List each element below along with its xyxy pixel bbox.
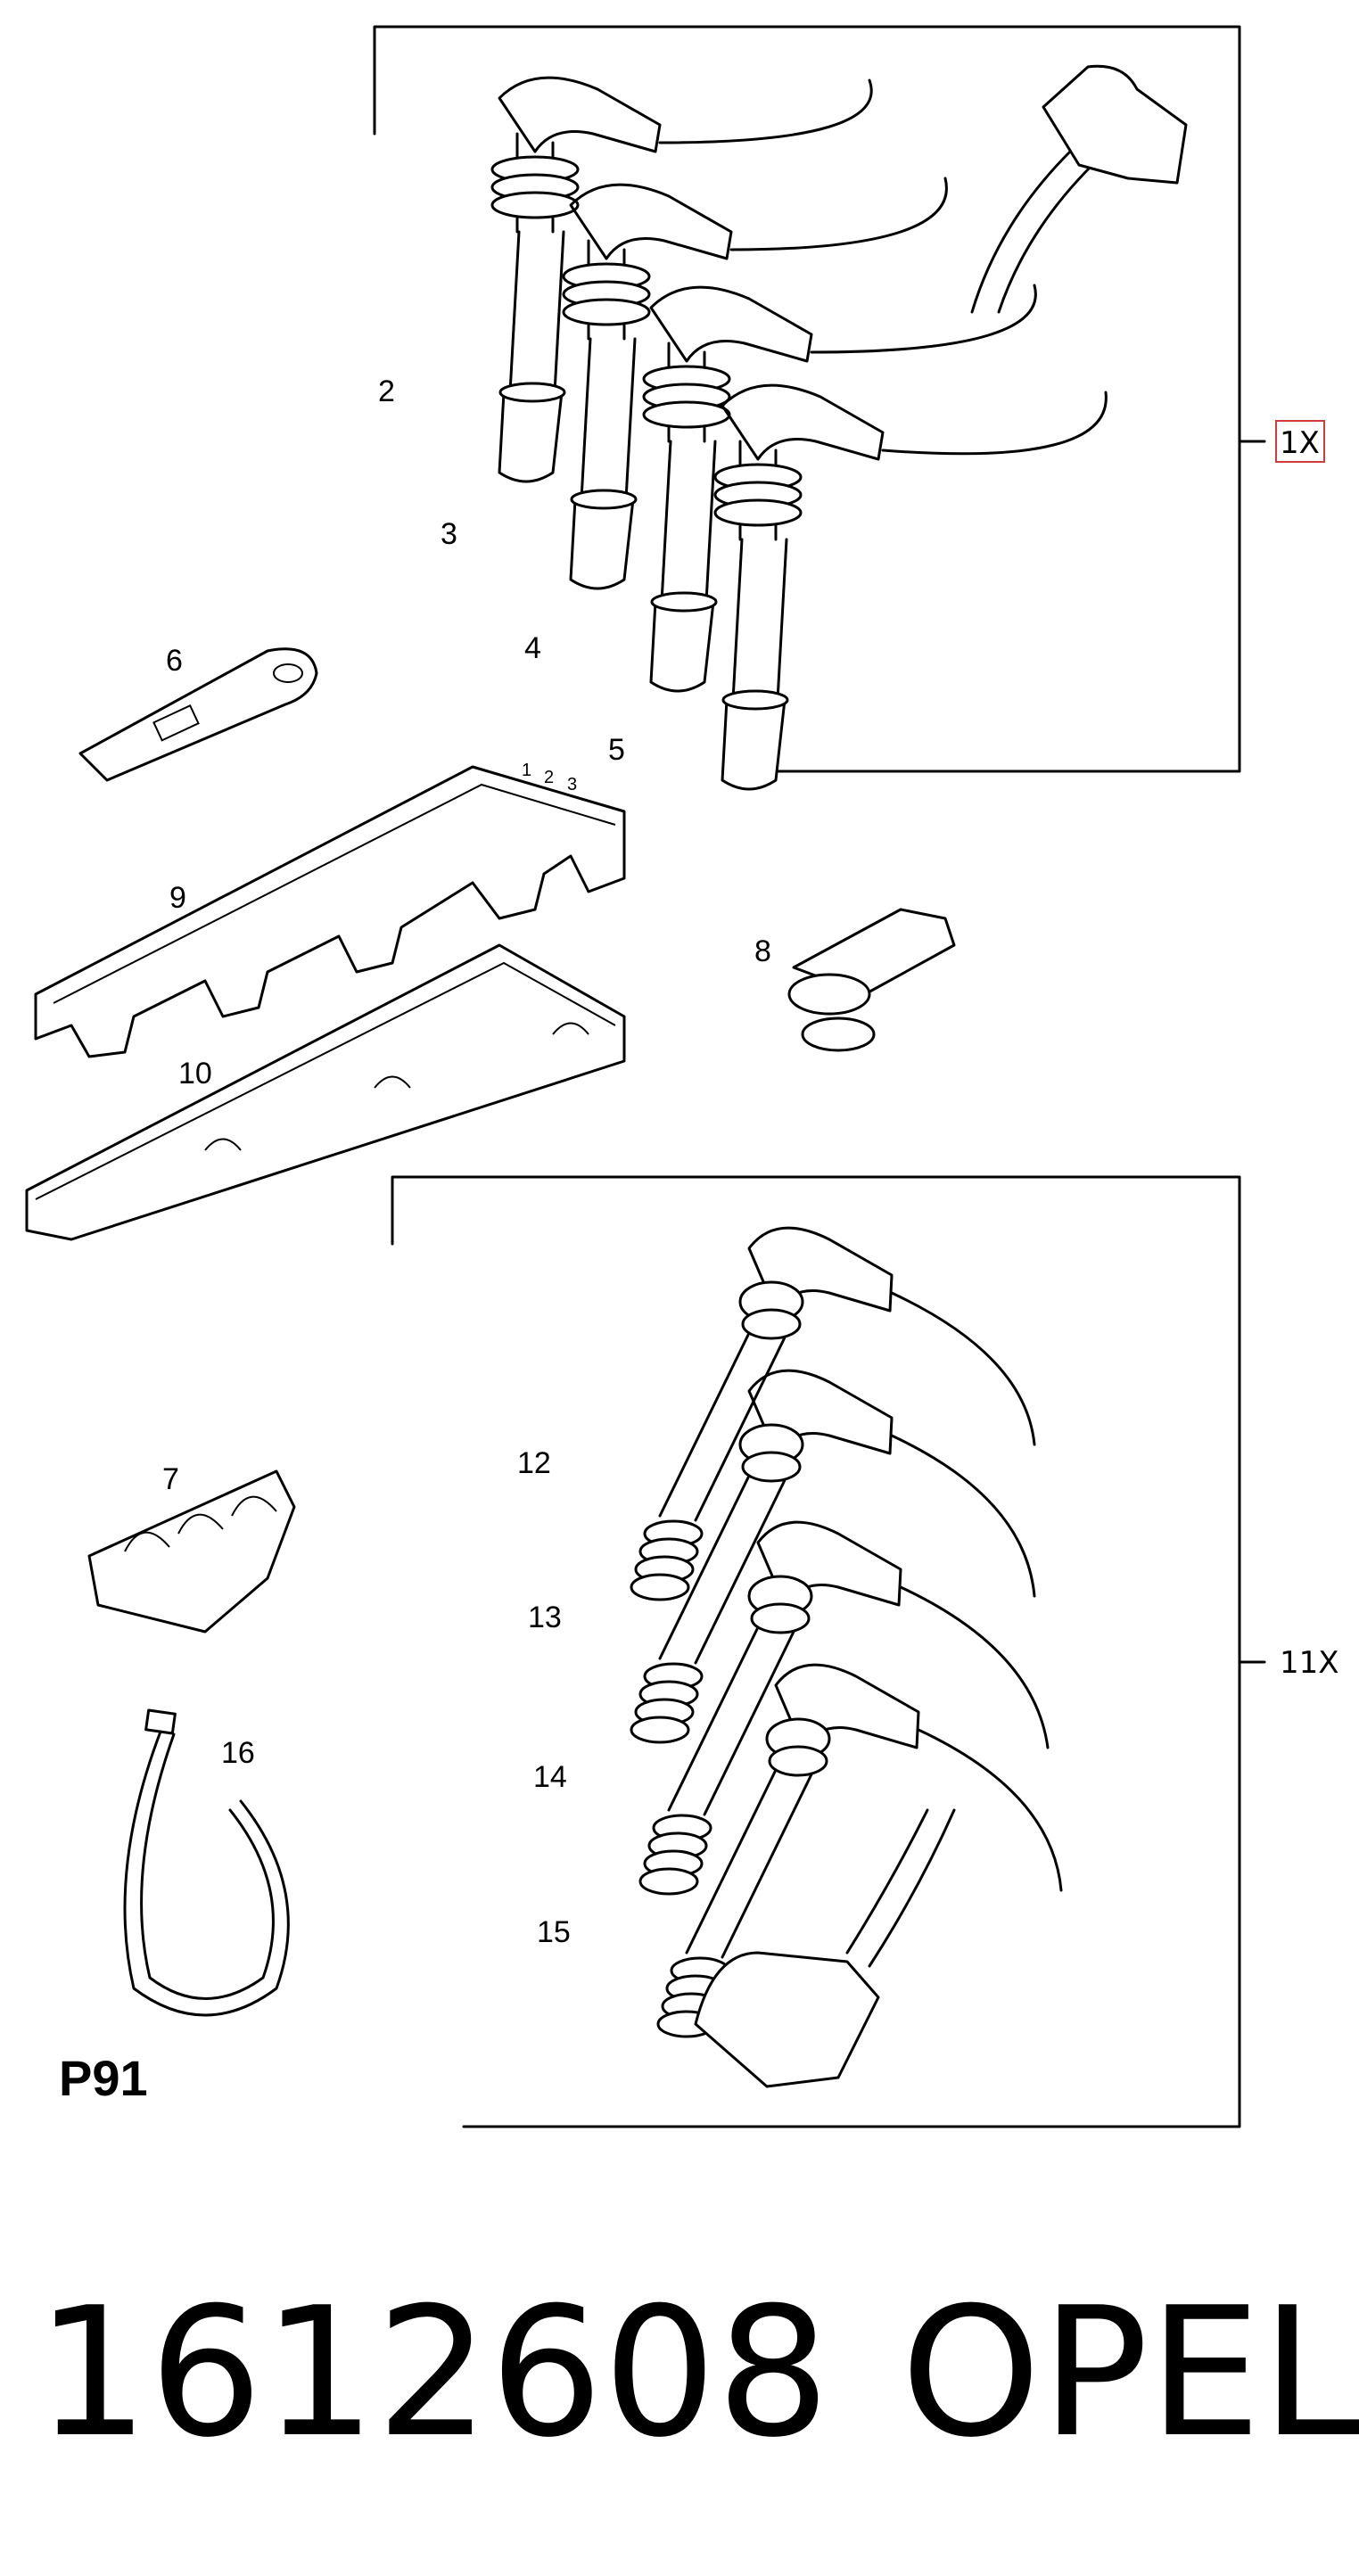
coil-boot-upper bbox=[970, 64, 1188, 314]
diagram-code: P91 bbox=[59, 2050, 148, 2106]
brand-name: OPEL bbox=[901, 2269, 1359, 2477]
callout-16: 16 bbox=[221, 1736, 255, 1770]
lower-wire-15 bbox=[656, 1663, 1063, 2038]
callout-3: 3 bbox=[441, 517, 457, 551]
lower-set-quantity: 11X bbox=[1280, 1645, 1339, 1681]
svg-text:1: 1 bbox=[522, 761, 531, 780]
upper-wire-3 bbox=[562, 177, 948, 590]
callout-6: 6 bbox=[166, 644, 183, 678]
callout-14: 14 bbox=[533, 1760, 567, 1794]
lower-wire-13 bbox=[630, 1369, 1036, 1744]
part-10-holder-base bbox=[25, 943, 626, 1241]
callout-2: 2 bbox=[378, 374, 395, 408]
callout-13: 13 bbox=[528, 1601, 562, 1634]
upper-wire-2 bbox=[490, 76, 873, 483]
lower-set-bracket bbox=[391, 1175, 1266, 2128]
upper-set-quantity: 1X bbox=[1280, 425, 1320, 461]
part-7-clip bbox=[87, 1469, 296, 1634]
svg-text:3: 3 bbox=[567, 775, 577, 794]
callout-5: 5 bbox=[608, 733, 625, 767]
callout-10: 10 bbox=[178, 1057, 212, 1090]
upper-wire-5 bbox=[713, 383, 1108, 791]
part-6-tag bbox=[78, 647, 318, 782]
upper-set-bracket bbox=[373, 25, 1325, 773]
callout-4: 4 bbox=[524, 631, 541, 665]
part-number: 1612608 bbox=[36, 2269, 830, 2477]
upper-wire-4 bbox=[642, 284, 1037, 693]
coil-boot-lower bbox=[694, 1808, 956, 2088]
part-9-holder: 1 2 3 bbox=[34, 761, 626, 1058]
callout-9: 9 bbox=[169, 881, 186, 915]
lower-wire-12 bbox=[630, 1226, 1036, 1601]
lower-wire-14 bbox=[638, 1520, 1050, 1896]
callout-8: 8 bbox=[754, 934, 771, 968]
callout-12: 12 bbox=[517, 1446, 551, 1480]
svg-text:2: 2 bbox=[544, 768, 554, 787]
callout-7: 7 bbox=[162, 1462, 179, 1496]
part-16-cable-tie bbox=[123, 1708, 290, 2017]
part-8-connector bbox=[787, 908, 956, 1052]
callout-15: 15 bbox=[537, 1915, 571, 1949]
